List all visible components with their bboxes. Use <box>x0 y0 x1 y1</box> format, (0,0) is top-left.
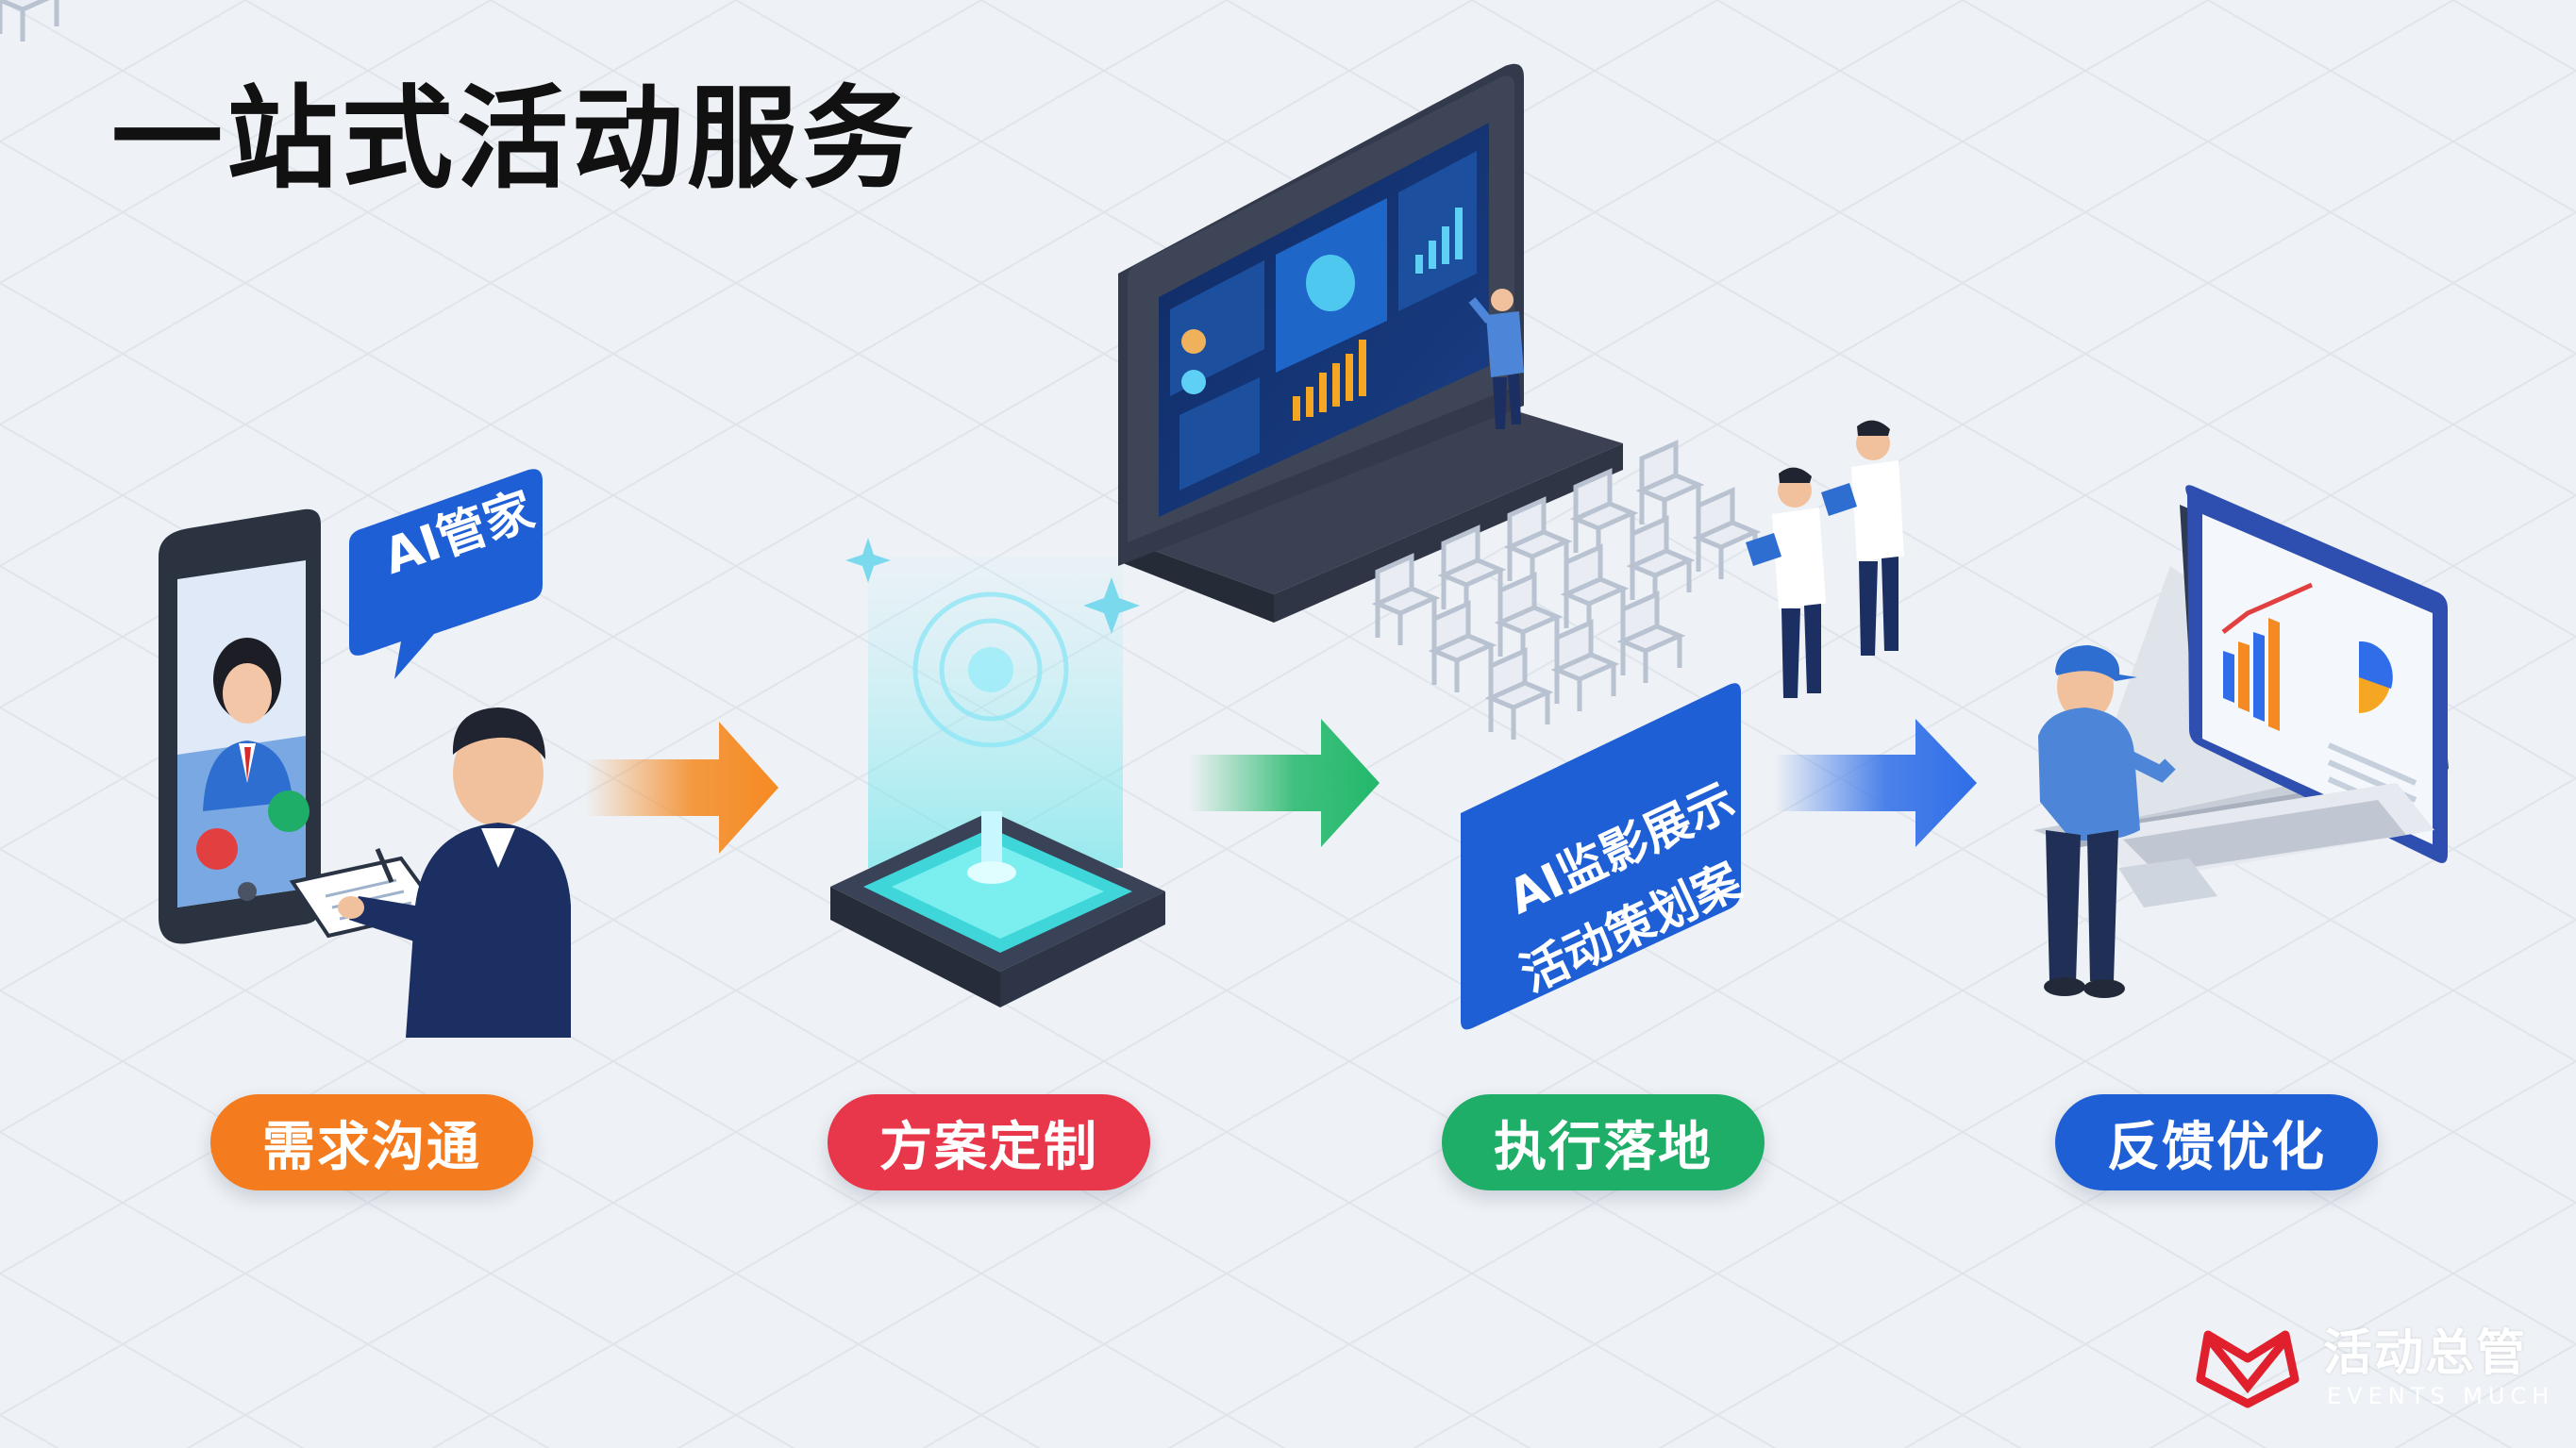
step-label: 方案定制 <box>879 1116 1098 1178</box>
laptop-analytics-icon <box>2033 485 2449 907</box>
step-label: 执行落地 <box>1494 1116 1713 1178</box>
flow-arrow-3 <box>1774 719 1977 847</box>
step-pill-execution[interactable]: 执行落地 <box>1442 1094 1765 1190</box>
hologram-platform-icon <box>830 538 1165 1007</box>
presenter-figure-icon <box>1468 289 1524 429</box>
brand-name: 活动总管 <box>2323 1325 2528 1382</box>
flow-arrow-1 <box>585 722 778 854</box>
step-label: 反馈优化 <box>2107 1116 2326 1178</box>
staff-with-clipboards-icon <box>1746 420 1904 698</box>
page-title: 一站式活动服务 <box>111 74 918 204</box>
step-pill-requirements[interactable]: 需求沟通 <box>210 1094 533 1190</box>
step-pill-planning[interactable]: 方案定制 <box>828 1094 1150 1190</box>
flow-arrow-2 <box>1189 719 1380 847</box>
technician-figure-icon <box>2038 645 2176 998</box>
phone-video-call-icon <box>159 508 321 944</box>
planning-callout-sign <box>1461 683 1741 1030</box>
stage-display-screen-icon <box>1118 63 1623 623</box>
brand-logo-icon <box>2196 1330 2300 1408</box>
audience-chairs-icon <box>0 0 1755 740</box>
person-taking-notes-icon <box>289 707 571 1038</box>
ai-butler-speech-bubble <box>349 469 543 679</box>
brand-subtitle: EVENTS MUCH <box>2327 1383 2555 1409</box>
step-pill-feedback[interactable]: 反馈优化 <box>2055 1094 2378 1190</box>
step-label: 需求沟通 <box>262 1116 481 1178</box>
